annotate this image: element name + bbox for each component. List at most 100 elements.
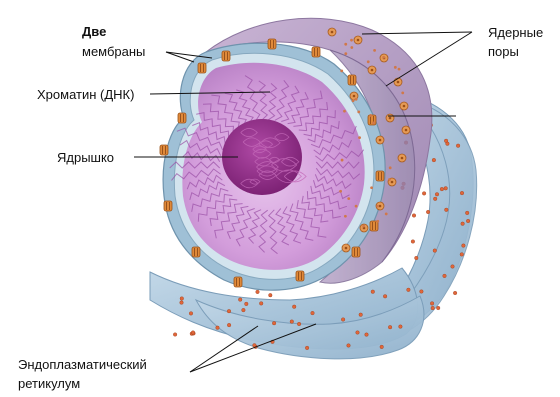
er-ribosome bbox=[347, 344, 351, 348]
er-ribosome bbox=[242, 308, 246, 312]
nuclear-pore bbox=[198, 63, 206, 73]
nuclear-pore bbox=[296, 271, 304, 281]
surface-ribosome bbox=[369, 114, 372, 117]
er-ribosome bbox=[227, 323, 231, 327]
er-ribosome bbox=[227, 309, 231, 313]
surface-ribosome bbox=[358, 136, 361, 139]
surface-ribosome bbox=[340, 69, 343, 72]
er-ribosome bbox=[436, 306, 440, 310]
surface-pore-center bbox=[389, 117, 392, 120]
er-ribosome bbox=[433, 249, 437, 253]
surface-pore-center bbox=[353, 95, 356, 98]
er-ribosome bbox=[371, 290, 375, 294]
er-ribosome bbox=[256, 290, 260, 294]
surface-pore-center bbox=[379, 139, 382, 142]
er-ribosome bbox=[412, 214, 416, 218]
nuclear-pore bbox=[312, 47, 320, 57]
er-ribosome bbox=[245, 302, 249, 306]
er-ribosome bbox=[446, 142, 450, 146]
er-ribosome bbox=[269, 293, 273, 297]
surface-ribosome bbox=[355, 205, 358, 208]
surface-ribosome bbox=[367, 60, 370, 63]
er-ribosome bbox=[443, 274, 447, 278]
er-ribosome bbox=[259, 302, 263, 306]
surface-ribosome bbox=[370, 186, 373, 189]
surface-ribosome bbox=[389, 166, 392, 169]
nuclear-pore bbox=[192, 247, 200, 257]
surface-ribosome bbox=[344, 43, 347, 46]
er-ribosome bbox=[272, 321, 276, 325]
surface-pore-center bbox=[403, 105, 406, 108]
surface-ribosome bbox=[339, 190, 342, 193]
label-two-membranes-bold: Две bbox=[82, 24, 106, 39]
surface-ribosome bbox=[372, 122, 375, 125]
er-ribosome bbox=[356, 331, 360, 335]
nuclear-pore bbox=[370, 221, 378, 231]
surface-ribosome bbox=[385, 213, 388, 216]
nuclear-pore bbox=[352, 247, 360, 257]
er-ribosome bbox=[380, 345, 384, 349]
surface-ribosome bbox=[350, 39, 353, 42]
er-ribosome bbox=[189, 312, 193, 316]
nuclear-pore bbox=[160, 145, 168, 155]
surface-pore-center bbox=[379, 205, 382, 208]
er-ribosome bbox=[311, 311, 315, 315]
surface-pore-center bbox=[357, 39, 360, 42]
er-ribosome bbox=[432, 158, 436, 162]
nuclear-pore bbox=[222, 51, 230, 61]
label-chromatin: Хроматин (ДНК) bbox=[37, 87, 134, 102]
nuclear-pore bbox=[178, 113, 186, 123]
er-ribosome bbox=[305, 346, 309, 350]
surface-pore-center bbox=[405, 129, 408, 132]
surface-ribosome bbox=[352, 99, 355, 102]
er-ribosome bbox=[216, 326, 220, 330]
er-ribosome bbox=[456, 144, 460, 148]
er-ribosome bbox=[191, 331, 195, 335]
label-nuclear-pores-2: поры bbox=[488, 44, 519, 59]
er-ribosome bbox=[430, 302, 434, 306]
er-ribosome bbox=[292, 305, 296, 309]
er-ribosome bbox=[238, 298, 242, 302]
surface-pore-center bbox=[345, 247, 348, 250]
er-ribosome bbox=[297, 322, 301, 326]
er-ribosome bbox=[180, 297, 184, 301]
label-two-membranes: мембраны bbox=[82, 44, 145, 59]
surface-ribosome bbox=[357, 110, 360, 113]
surface-pore-center bbox=[391, 181, 394, 184]
surface-ribosome bbox=[401, 91, 404, 94]
label-er-2: ретикулум bbox=[18, 376, 80, 391]
surface-ribosome bbox=[382, 56, 385, 59]
er-ribosome bbox=[420, 290, 424, 294]
er-ribosome bbox=[462, 244, 466, 248]
nuclear-pore bbox=[368, 115, 376, 125]
er-ribosome bbox=[365, 333, 369, 337]
surface-ribosome bbox=[343, 110, 346, 113]
er-ribosome bbox=[399, 325, 403, 329]
er-ribosome bbox=[422, 192, 426, 196]
er-ribosome bbox=[431, 306, 435, 310]
surface-ribosome bbox=[376, 220, 379, 223]
er-ribosome bbox=[460, 191, 464, 195]
er-ribosome bbox=[460, 253, 464, 257]
surface-ribosome bbox=[373, 49, 376, 52]
surface-ribosome bbox=[350, 46, 353, 49]
er-ribosome bbox=[415, 256, 419, 260]
nuclear-pore bbox=[348, 75, 356, 85]
label-nucleolus: Ядрышко bbox=[57, 150, 114, 165]
er-ribosome bbox=[445, 208, 449, 212]
er-ribosome bbox=[444, 187, 448, 191]
er-ribosome bbox=[433, 197, 437, 201]
er-ribosome bbox=[341, 318, 345, 322]
er-ribosome bbox=[359, 313, 363, 317]
er-ribosome bbox=[461, 222, 465, 226]
er-ribosome bbox=[407, 288, 411, 292]
nuclear-pore bbox=[376, 171, 384, 181]
surface-ribosome bbox=[341, 159, 344, 162]
er-ribosome bbox=[411, 240, 415, 244]
surface-ribosome bbox=[388, 178, 391, 181]
surface-ribosome bbox=[362, 225, 365, 228]
er-ribosome bbox=[451, 265, 455, 269]
er-ribosome bbox=[383, 295, 387, 299]
